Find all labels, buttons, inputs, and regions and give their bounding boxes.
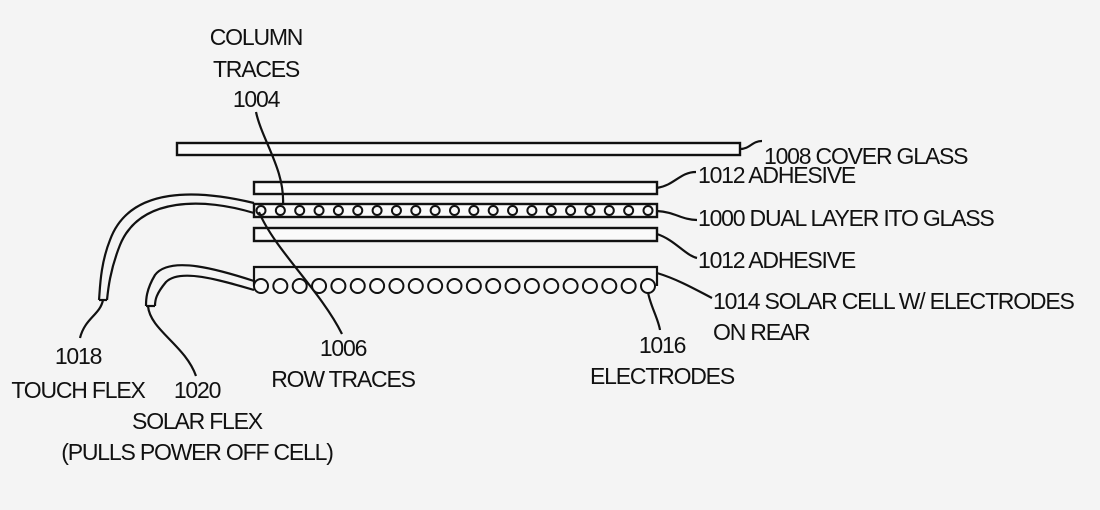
- trace-circle: [468, 205, 480, 216]
- electrode-circle: [446, 278, 463, 294]
- ito-glass-leader: [656, 209, 698, 222]
- column-traces-number: 1004: [233, 86, 281, 112]
- electrodes-number: 1016: [639, 332, 686, 358]
- electrode-circle: [272, 278, 289, 294]
- trace-circle: [565, 205, 577, 216]
- row-traces-leader: [257, 211, 343, 335]
- trace-circle: [507, 205, 519, 216]
- solar-flex-inner: [153, 274, 255, 307]
- touch-flex-leader: [78, 299, 105, 339]
- electrode-circle: [485, 278, 502, 294]
- cover-glass-layer: [175, 141, 742, 157]
- trace-circle: [274, 205, 286, 216]
- solar-flex-number: 1020: [174, 377, 221, 403]
- adhesive-layer-bottom: [252, 226, 659, 243]
- trace-circle: [255, 205, 267, 216]
- trace-circle: [584, 205, 596, 216]
- electrode-circles: [253, 278, 656, 294]
- electrode-circle: [427, 278, 444, 294]
- trace-circle: [410, 205, 422, 216]
- trace-circle: [487, 205, 499, 216]
- trace-circle: [449, 205, 460, 216]
- electrode-circle: [523, 278, 540, 294]
- electrode-circle: [388, 278, 405, 294]
- solar-cell-leader: [656, 271, 713, 299]
- adhesive-top-leader: [656, 170, 697, 190]
- adhesive-bottom-leader: [656, 232, 698, 260]
- touch-flex-outer: [97, 193, 255, 301]
- electrode-circle: [253, 278, 269, 294]
- column-traces-leader: [254, 111, 285, 206]
- trace-circle: [390, 205, 402, 216]
- solar-flex-leader: [146, 305, 198, 377]
- touch-flex-inner: [105, 202, 255, 301]
- adhesive-top-label: 1012 ADHESIVE: [698, 162, 856, 188]
- electrode-circle: [581, 278, 598, 294]
- electrode-circle: [349, 278, 366, 294]
- trace-circle: [313, 205, 325, 216]
- electrode-circle: [291, 278, 308, 294]
- solar-cell-label-line1: 1014 SOLAR CELL W/ ELECTRODES: [713, 288, 1074, 314]
- electrode-circle: [601, 278, 618, 294]
- solar-flex-note: (PULLS POWER OFF CELL): [61, 439, 333, 465]
- touch-flex-number: 1018: [55, 343, 102, 369]
- solar-cell-label-line2: ON REAR: [713, 319, 810, 345]
- electrode-circle: [562, 278, 579, 294]
- trace-circles: [255, 205, 654, 216]
- column-traces-label-line1: COLUMN: [210, 24, 302, 50]
- electrode-circle: [620, 278, 637, 294]
- touch-flex-label: TOUCH FLEX: [11, 377, 145, 403]
- electrode-circle: [543, 278, 560, 294]
- electrodes-leader: [646, 291, 662, 331]
- trace-circle: [294, 205, 306, 216]
- electrode-circle: [330, 278, 347, 294]
- electrode-circle: [369, 278, 386, 294]
- trace-circle: [332, 205, 344, 216]
- electrode-circle: [640, 278, 656, 294]
- ito-glass-label: 1000 DUAL LAYER ITO GLASS: [698, 205, 994, 231]
- electrodes-label: ELECTRODES: [590, 363, 735, 389]
- row-traces-label: ROW TRACES: [271, 366, 415, 392]
- solar-cell-layer: [252, 265, 659, 286]
- trace-circle: [526, 205, 538, 216]
- cover-glass-leader: [739, 139, 763, 151]
- solar-flex-outer: [144, 264, 255, 307]
- trace-circle: [623, 205, 635, 216]
- trace-circle: [603, 205, 615, 216]
- electrode-circle: [465, 278, 482, 294]
- trace-circle: [642, 205, 654, 216]
- trace-circle: [545, 205, 557, 216]
- adhesive-layer-top: [252, 180, 659, 196]
- cover-glass-label: 1008 COVER GLASS: [764, 143, 968, 169]
- trace-circle: [371, 205, 383, 216]
- solar-flex-label: SOLAR FLEX: [132, 408, 263, 434]
- adhesive-bottom-label: 1012 ADHESIVE: [698, 247, 856, 273]
- row-traces-number: 1006: [320, 335, 367, 361]
- electrode-circle: [407, 278, 424, 294]
- electrode-circle: [504, 278, 521, 294]
- trace-circle: [352, 205, 364, 216]
- trace-circle: [429, 205, 441, 216]
- column-traces-label-line2: TRACES: [213, 56, 300, 82]
- electrode-circle: [311, 278, 328, 294]
